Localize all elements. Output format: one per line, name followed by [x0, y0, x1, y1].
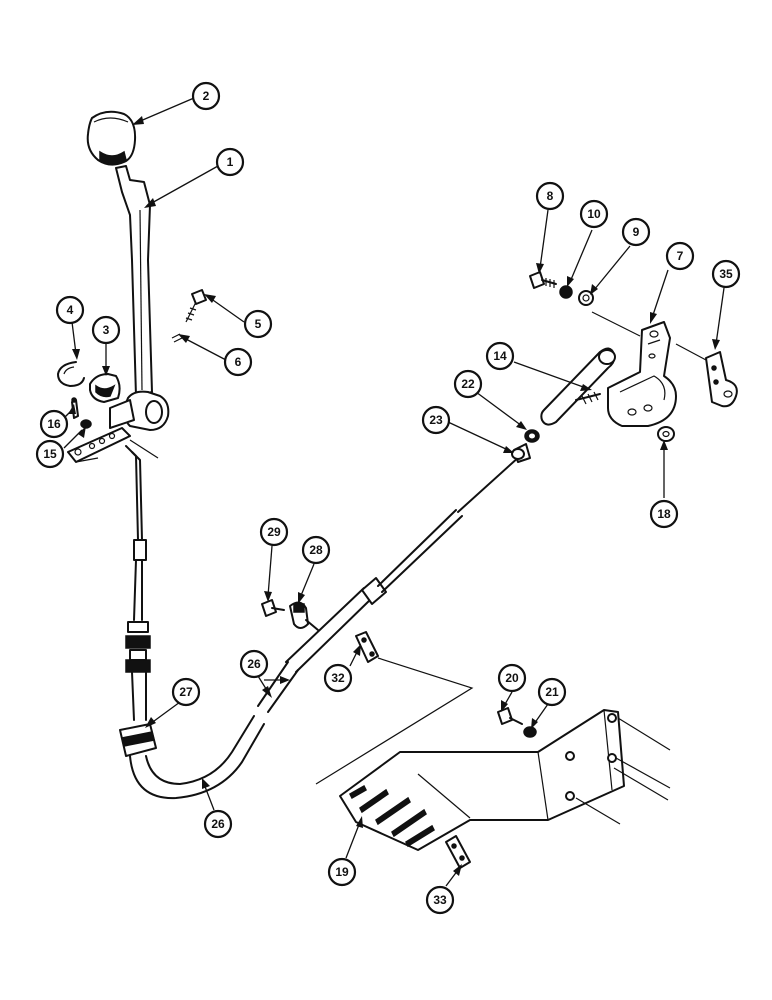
callout-label: 6	[235, 355, 242, 369]
callout-label: 2	[203, 89, 210, 103]
callout-7: 7	[665, 241, 695, 271]
washer	[80, 419, 92, 429]
callout-32: 32	[323, 663, 353, 693]
callout-label: 21	[545, 685, 559, 699]
alignment-line	[591, 311, 707, 361]
callout-1: 1	[215, 147, 245, 177]
callout-15: 15	[35, 439, 65, 469]
callout-label: 4	[67, 303, 74, 317]
callout-27: 27	[171, 677, 201, 707]
callout-9: 9	[621, 217, 651, 247]
nut-18	[657, 426, 675, 442]
callout-2: 2	[191, 81, 221, 111]
shift-cable	[119, 443, 531, 800]
callout-label: 19	[335, 865, 349, 879]
callout-label: 33	[433, 893, 447, 907]
callout-29: 29	[259, 517, 289, 547]
callout-label: 23	[429, 413, 443, 427]
callout-3: 3	[91, 315, 121, 345]
clamp-32	[355, 631, 379, 663]
callout-label: 29	[267, 525, 281, 539]
callout-label: 28	[309, 543, 323, 557]
callout-26-upper: 26	[239, 649, 269, 679]
cable-clip	[289, 601, 319, 631]
mounting-lines	[575, 717, 671, 825]
shift-knob	[86, 110, 137, 166]
leader-lines	[61, 97, 725, 887]
callout-label: 1	[227, 155, 234, 169]
mounting-bracket	[339, 709, 625, 851]
nut-22	[524, 429, 540, 443]
callout-5: 5	[243, 309, 273, 339]
lock-plate	[705, 351, 738, 408]
shaft	[540, 347, 616, 426]
nut-23	[511, 448, 525, 460]
callout-18: 18	[649, 499, 679, 529]
callout-10: 10	[579, 199, 609, 229]
callout-label: 14	[493, 349, 507, 363]
callout-16: 16	[39, 409, 69, 439]
callout-33: 33	[425, 885, 455, 915]
callout-19: 19	[327, 857, 357, 887]
callout-label: 7	[677, 249, 684, 263]
callout-label: 26	[247, 657, 261, 671]
callout-label: 3	[103, 323, 110, 337]
callout-21: 21	[537, 677, 567, 707]
bolt-8	[529, 271, 557, 289]
callout-6: 6	[223, 347, 253, 377]
bracket	[607, 321, 677, 427]
bushing	[89, 373, 121, 403]
shift-lever	[67, 165, 170, 463]
washer-21	[523, 726, 537, 738]
callout-label: 35	[719, 267, 733, 281]
callout-35: 35	[711, 259, 741, 289]
callout-20: 20	[497, 663, 527, 693]
callout-label: 27	[179, 685, 193, 699]
callout-label: 9	[633, 225, 640, 239]
callout-4: 4	[55, 295, 85, 325]
callout-label: 32	[331, 671, 345, 685]
callout-23: 23	[421, 405, 451, 435]
lock-washer	[559, 285, 573, 299]
screw	[185, 289, 207, 323]
clamp-33	[445, 835, 471, 869]
screw-29	[261, 599, 285, 617]
alignment-line	[315, 657, 474, 785]
flat-washer	[578, 290, 594, 306]
callout-label: 5	[255, 317, 262, 331]
callout-26-lower: 26	[203, 809, 233, 839]
callout-8: 8	[535, 181, 565, 211]
callout-label: 8	[547, 189, 554, 203]
callout-28: 28	[301, 535, 331, 565]
callout-label: 22	[461, 377, 475, 391]
callout-22: 22	[453, 369, 483, 399]
callout-14: 14	[485, 341, 515, 371]
callout-label: 15	[43, 447, 57, 461]
callout-label: 20	[505, 671, 519, 685]
callout-label: 16	[47, 417, 61, 431]
callout-label: 10	[587, 207, 601, 221]
bolt-20	[497, 707, 523, 725]
callout-label: 18	[657, 507, 671, 521]
callout-label: 26	[211, 817, 225, 831]
retaining-clip	[57, 361, 85, 387]
